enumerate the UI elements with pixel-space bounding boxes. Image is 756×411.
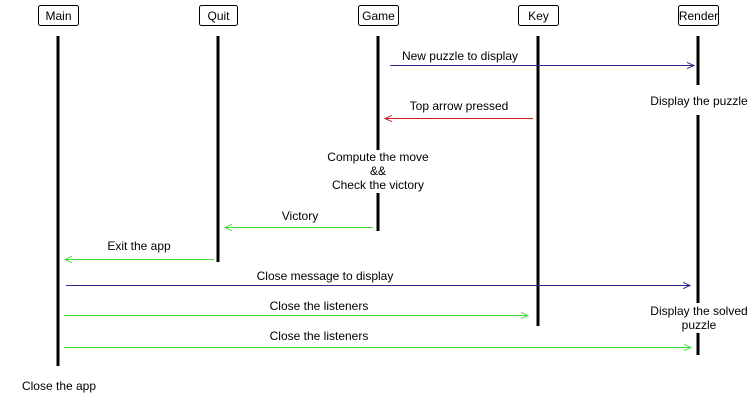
message-close-listeners-key: Close the listeners: [64, 299, 528, 316]
actor-key-label: Key: [528, 9, 549, 23]
actor-quit-label: Quit: [207, 9, 230, 23]
actor-game-label: Game: [362, 9, 395, 23]
actor-key-box: [518, 5, 559, 26]
actor-main-label: Main: [45, 9, 71, 23]
note-compute-the-move: Compute the move && Check the victory: [327, 150, 429, 192]
note-line: Close the app: [22, 379, 96, 393]
message-label: New puzzle to display: [402, 49, 518, 63]
message-top-arrow-pressed: Top arrow pressed: [385, 99, 533, 119]
note-line: Check the victory: [332, 178, 424, 192]
message-close-listeners-render: Close the listeners: [64, 329, 691, 348]
note-line: &&: [370, 164, 386, 178]
note-line: Display the solved: [650, 304, 747, 318]
message-label: Exit the app: [107, 239, 171, 253]
message-label: Victory: [282, 209, 318, 223]
lifelines: [56, 36, 700, 366]
actor-main-box: [38, 5, 79, 26]
actor-key: Key: [518, 5, 559, 26]
message-label: Close the listeners: [270, 329, 369, 343]
actor-render-box: [678, 5, 719, 26]
actor-game-box: [358, 5, 399, 26]
note-display-the-puzzle: Display the puzzle: [650, 94, 748, 108]
message-label: Close message to display: [257, 269, 394, 283]
message-label: Close the listeners: [270, 299, 369, 313]
note-line: Compute the move: [327, 150, 429, 164]
message-victory: Victory: [225, 209, 373, 228]
actor-quit-box: [199, 5, 238, 26]
actor-render-label: Render: [679, 9, 718, 23]
note-line: puzzle: [682, 318, 717, 332]
message-close-message: Close message to display: [66, 269, 690, 286]
message-exit-the-app: Exit the app: [65, 239, 214, 260]
note-close-the-app: Close the app: [22, 379, 96, 393]
actor-quit: Quit: [199, 5, 238, 26]
message-label: Top arrow pressed: [410, 99, 509, 113]
message-new-puzzle: New puzzle to display: [390, 49, 694, 66]
actor-game: Game: [358, 5, 399, 26]
actor-main: Main: [38, 5, 79, 26]
note-display-the-solved-puzzle: Display the solved puzzle: [650, 304, 747, 332]
note-line: Display the puzzle: [650, 94, 748, 108]
actor-render: Render: [678, 5, 719, 26]
